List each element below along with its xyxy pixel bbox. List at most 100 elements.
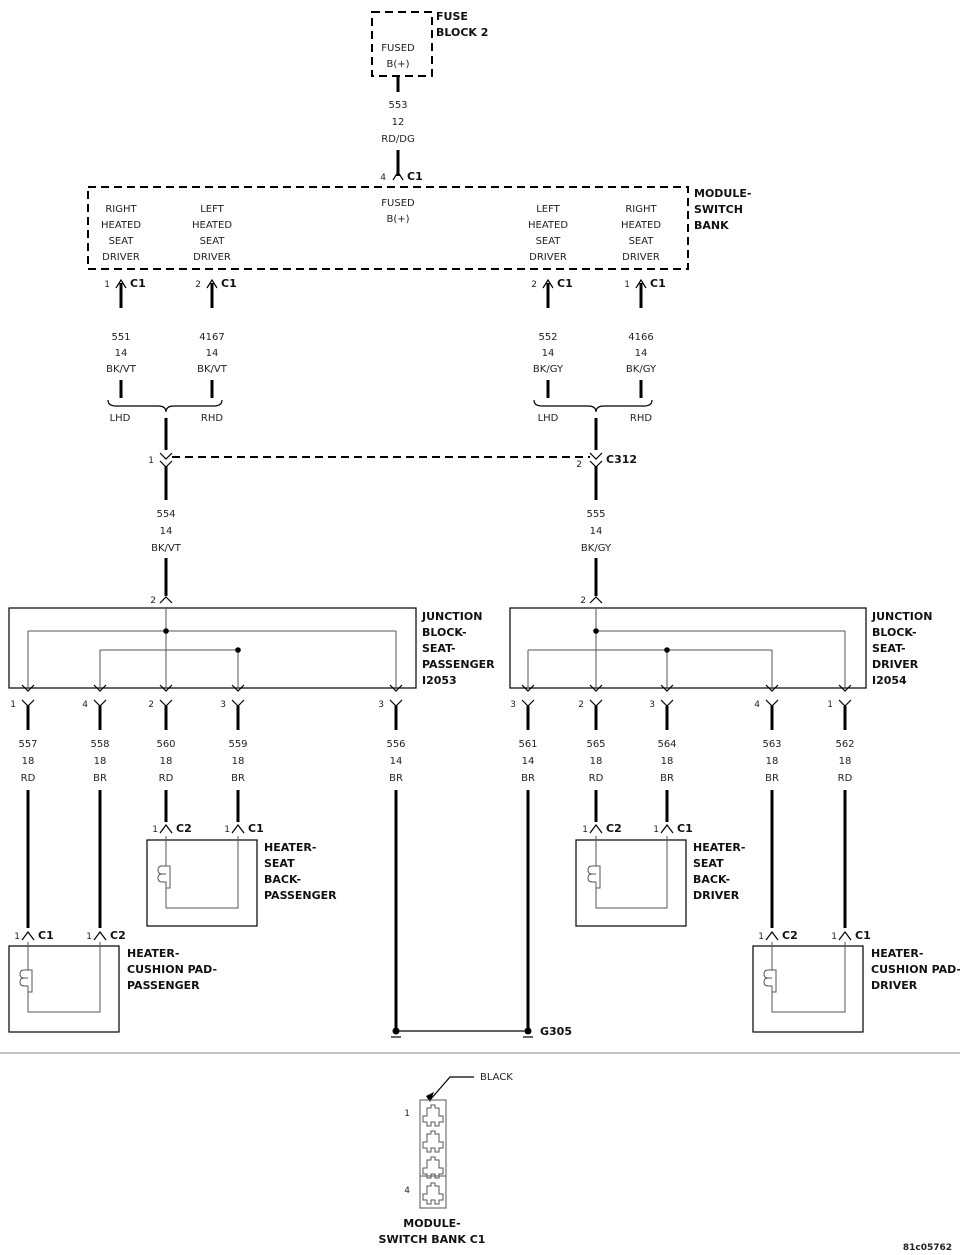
svg-text:BK/VT: BK/VT [106,364,137,375]
msb-c1-top-conn: C1 [407,170,423,183]
svg-text:18: 18 [94,756,107,767]
svg-text:551: 551 [111,332,130,343]
svg-text:SEAT: SEAT [629,236,655,247]
svg-text:LEFT: LEFT [536,204,560,215]
svg-text:1: 1 [758,932,764,942]
drv-output-561: 3 561 14 BR [510,684,538,1028]
junction-block-driver: 2 JUNCTION BLOCK- SEAT- DRIVER I2054 [509,596,932,689]
svg-text:JUNCTION: JUNCTION [421,610,482,623]
c312-connector: 1 2 C312 [148,452,637,470]
svg-text:RD: RD [21,773,36,784]
svg-text:HEATER-: HEATER- [264,841,316,854]
svg-text:18: 18 [661,756,674,767]
svg-text:BK/VT: BK/VT [197,364,228,375]
svg-text:PASSENGER: PASSENGER [422,658,495,671]
svg-text:559: 559 [228,739,247,750]
svg-text:BK/GY: BK/GY [626,364,657,375]
svg-text:3: 3 [220,700,226,710]
fuse-block-title-1: FUSE [436,10,468,23]
svg-text:DRIVER: DRIVER [622,252,660,263]
svg-text:BR: BR [765,773,779,784]
svg-text:2: 2 [148,700,154,710]
msb-output-2: 2 C1 4167 14 BK/VT [195,277,237,398]
msb-driver-4: RIGHT HEATED SEAT DRIVER [621,204,661,263]
svg-text:C1: C1 [557,277,573,290]
svg-text:14: 14 [542,348,555,359]
svg-text:SEAT: SEAT [109,236,135,247]
svg-text:SEAT: SEAT [200,236,226,247]
svg-text:14: 14 [522,756,535,767]
wire-555-color: BK/GY [581,543,612,554]
svg-text:C1: C1 [221,277,237,290]
svg-text:BACK-: BACK- [264,873,301,886]
svg-text:RIGHT: RIGHT [105,204,137,215]
svg-text:SEAT: SEAT [693,857,724,870]
svg-text:1: 1 [104,280,110,290]
svg-text:MODULE-: MODULE- [403,1217,460,1230]
svg-text:14: 14 [115,348,128,359]
svg-text:C2: C2 [782,929,798,942]
msb-driver-1: RIGHT HEATED SEAT DRIVER [101,204,141,263]
drv-output-565: 2 565 18 RD [578,684,606,822]
svg-text:556: 556 [386,739,405,750]
svg-text:DRIVER: DRIVER [872,658,919,671]
pass-output-560: 2 560 18 RD [148,684,176,822]
svg-text:4: 4 [754,700,760,710]
msb-title-3: BANK [694,219,729,232]
fuse-block-title-2: BLOCK 2 [436,26,488,39]
wire-554-gauge: 14 [160,526,173,537]
msb-fused-1: FUSED [381,198,415,209]
svg-text:DRIVER: DRIVER [102,252,140,263]
svg-text:14: 14 [206,348,219,359]
svg-text:BR: BR [93,773,107,784]
svg-text:564: 564 [657,739,676,750]
msb-driver-3: LEFT HEATED SEAT DRIVER [528,204,568,263]
svg-text:BR: BR [660,773,674,784]
svg-text:G305: G305 [540,1025,572,1038]
svg-text:560: 560 [156,739,175,750]
svg-text:BLOCK-: BLOCK- [872,626,917,639]
rhd-label-right: RHD [630,413,652,424]
svg-text:2: 2 [580,596,586,606]
msb-c1-terminal [392,170,404,181]
junction-block-passenger: 2 JUNCTION BLOCK- SEAT- PASSENGER I2053 [8,596,495,689]
svg-text:561: 561 [518,739,537,750]
svg-text:JUNCTION: JUNCTION [871,610,932,623]
svg-text:RD: RD [589,773,604,784]
msb-driver-2: LEFT HEATED SEAT DRIVER [192,204,232,263]
svg-text:1: 1 [582,825,588,835]
svg-text:SWITCH BANK C1: SWITCH BANK C1 [379,1233,486,1246]
pass-output-559: 3 559 18 BR [220,684,248,822]
svg-text:C1: C1 [650,277,666,290]
msb-output-4: 1 C1 4166 14 BK/GY [624,277,666,398]
svg-text:DRIVER: DRIVER [693,889,740,902]
wire-554-color: BK/VT [151,543,182,554]
svg-text:SEAT-: SEAT- [422,642,456,655]
svg-text:557: 557 [18,739,37,750]
svg-text:BLOCK-: BLOCK- [422,626,467,639]
heater-cushion-passenger: 1 C1 1 C2 HEATER- CUSHION PAD- PASSENGER [8,929,217,1033]
svg-text:HEATED: HEATED [528,220,568,231]
pass-output-556: 3 556 14 BR [378,684,406,1028]
svg-text:HEATED: HEATED [192,220,232,231]
drv-output-562: 1 562 18 RD [827,684,855,928]
fuse-text-2: B(+) [386,59,409,70]
svg-text:C2: C2 [606,822,622,835]
fuse-text-1: FUSED [381,43,415,54]
svg-text:SEAT: SEAT [264,857,295,870]
svg-text:PASSENGER: PASSENGER [127,979,200,992]
svg-text:C312: C312 [606,453,637,466]
module-switch-bank: FUSED B(+) RIGHT HEATED SEAT DRIVER LEFT… [87,186,751,270]
svg-text:RD: RD [838,773,853,784]
svg-text:18: 18 [590,756,603,767]
svg-text:3: 3 [378,700,384,710]
msb-title-1: MODULE- [694,187,751,200]
svg-text:PASSENGER: PASSENGER [264,889,337,902]
heater-seat-back-passenger: 1 C2 1 C1 HEATER- SEAT BACK- PASSENGER [146,822,337,927]
msb-title-2: SWITCH [694,203,743,216]
wire-554-circuit: 554 [156,509,175,520]
wire-555-circuit: 555 [586,509,605,520]
drv-output-563: 4 563 18 BR [754,684,782,928]
svg-text:HEATER-: HEATER- [693,841,745,854]
